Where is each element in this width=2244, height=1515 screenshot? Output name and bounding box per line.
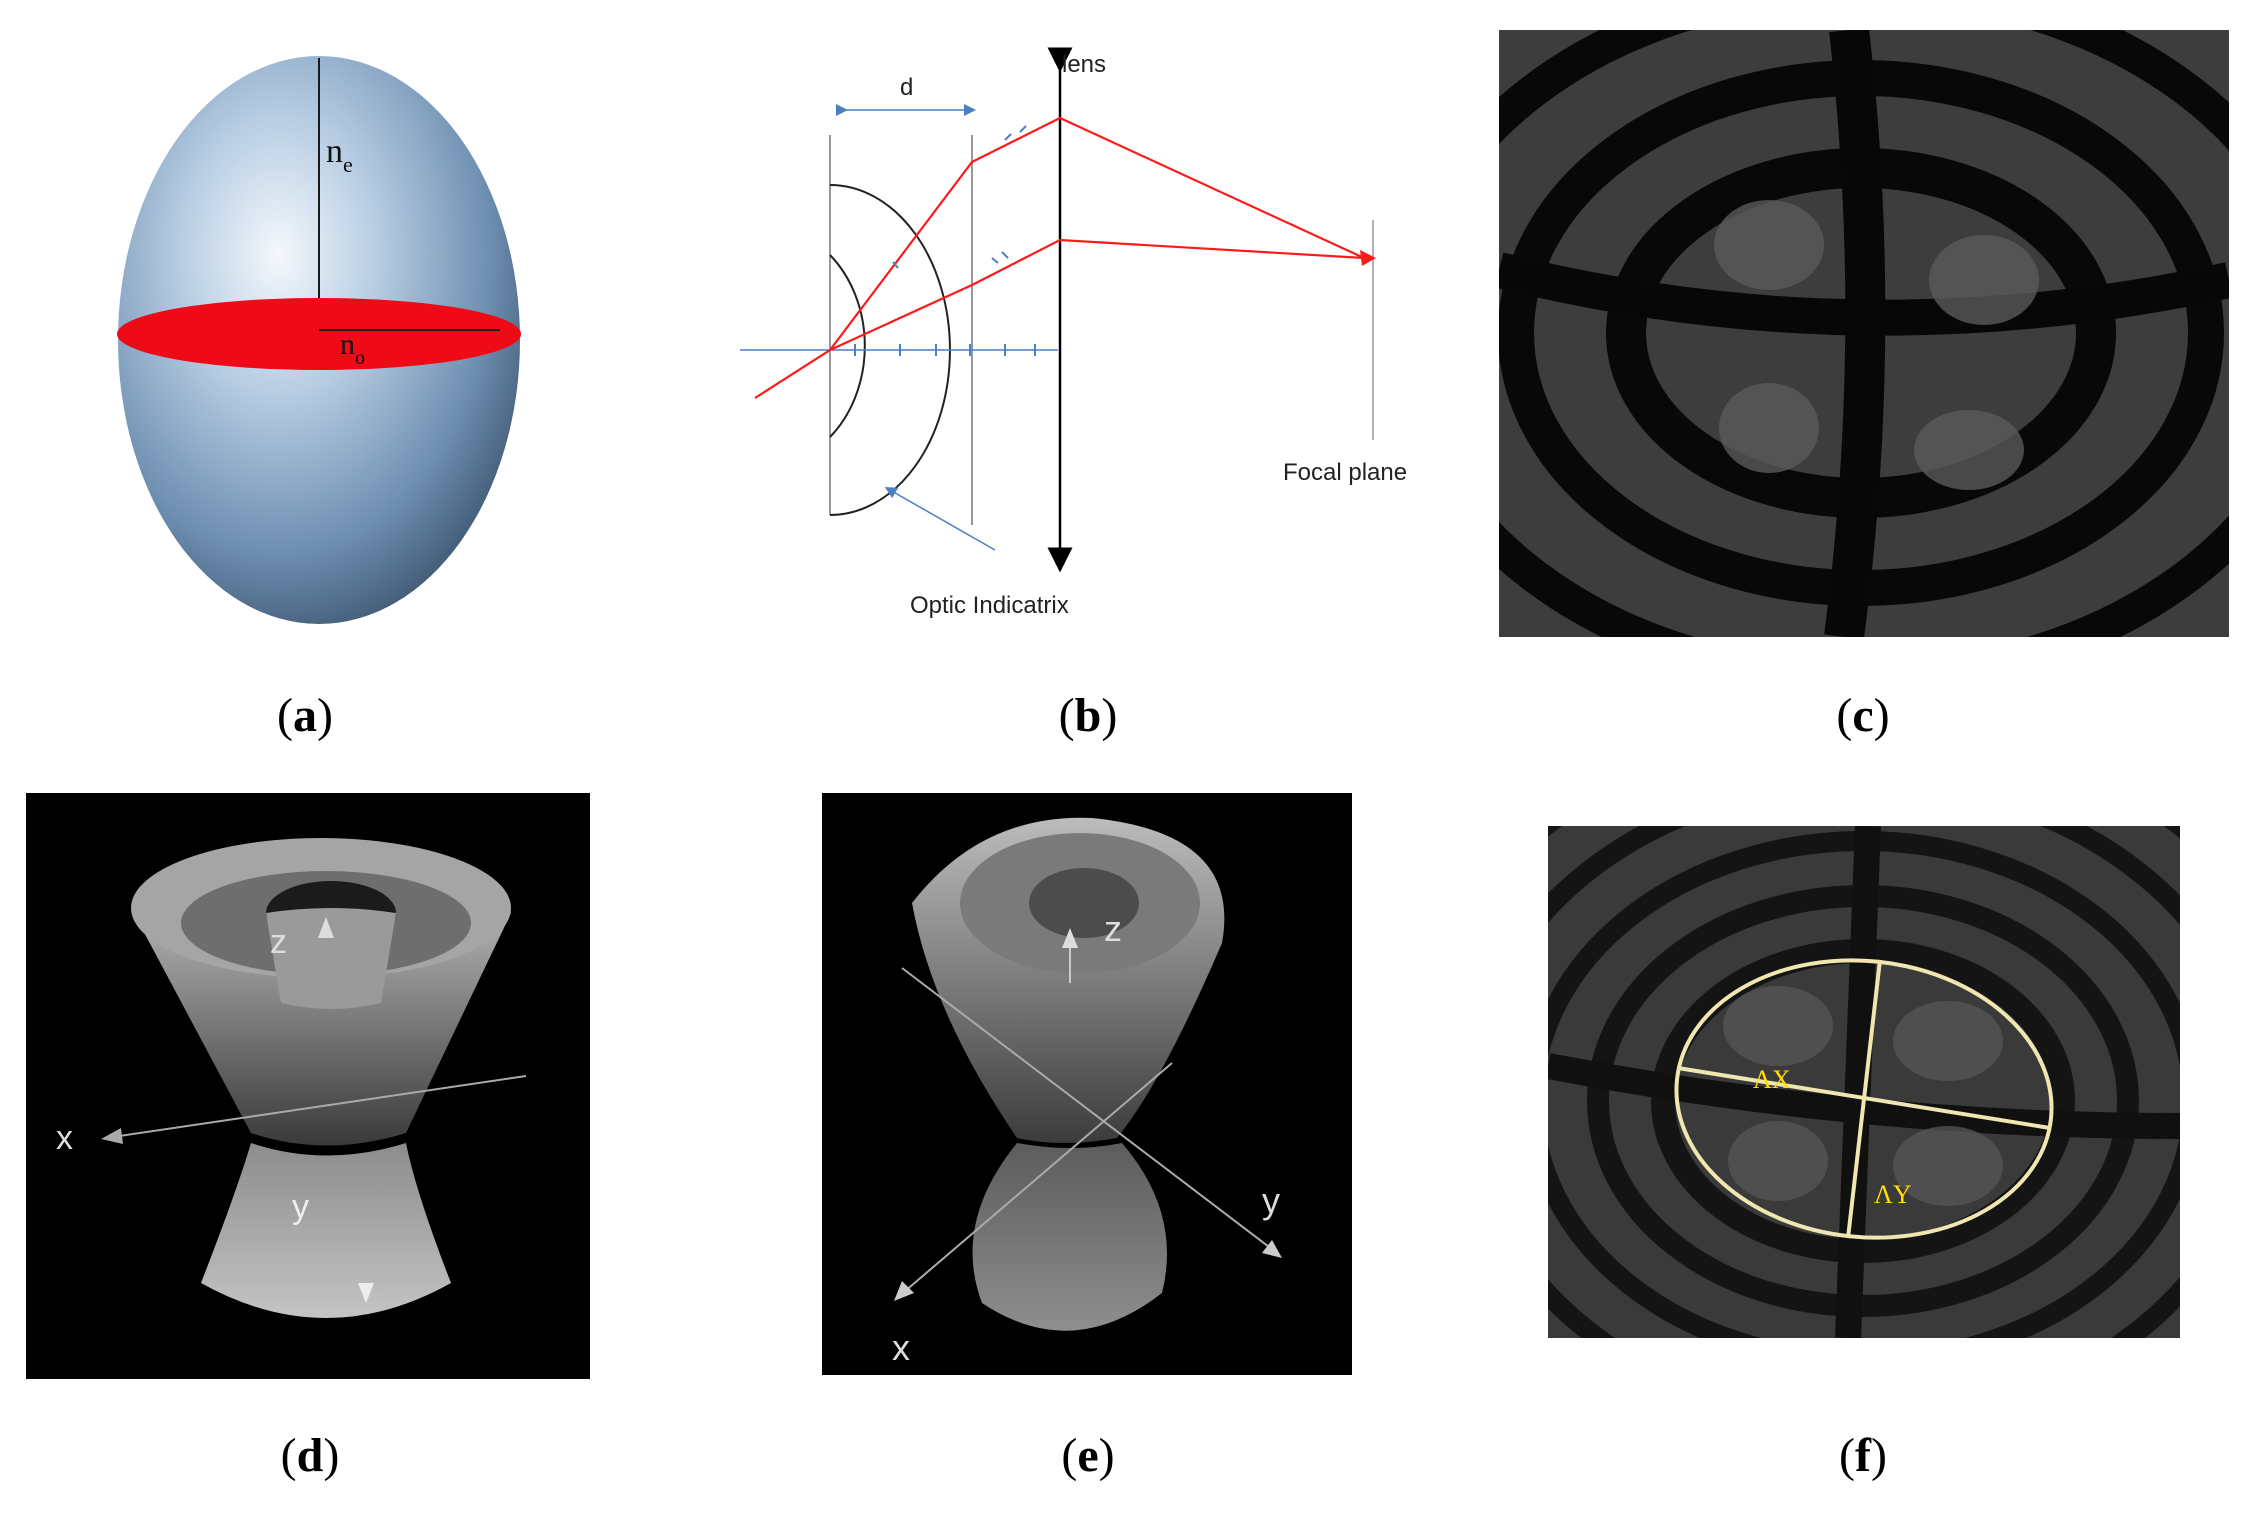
label-ay: ΛY bbox=[1874, 1180, 1912, 1209]
panel-a-ellipsoid: ne no bbox=[100, 50, 540, 630]
label-no: no bbox=[340, 328, 365, 369]
label-ax: ΛX bbox=[1753, 1065, 1791, 1094]
indicatrix-pointer bbox=[884, 487, 996, 551]
label-d: d bbox=[900, 74, 913, 101]
focal-point-arrowhead bbox=[1360, 250, 1376, 266]
label-no-sub: o bbox=[355, 347, 365, 369]
indicatrix-inner-arc bbox=[829, 254, 866, 438]
panel-d-3d-surface: z x y bbox=[26, 793, 590, 1379]
lower-nappe bbox=[201, 1143, 451, 1318]
caption-c: (c) bbox=[1836, 689, 1890, 742]
label-focal-plane: Focal plane bbox=[1283, 459, 1407, 486]
panel-c-interference-pattern bbox=[1499, 30, 2229, 637]
caption-b: (b) bbox=[1058, 689, 1118, 742]
upper-nappe-core bbox=[1029, 868, 1139, 938]
optics-diagram: d lens Focal plane Optic Indicatrix bbox=[740, 47, 1407, 619]
label-ne-sub: e bbox=[343, 152, 353, 177]
minor-axis-line bbox=[1846, 959, 1882, 1239]
axis-label-z: z bbox=[270, 923, 287, 961]
label-optic-indicatrix: Optic Indicatrix bbox=[910, 592, 1069, 619]
x-axis-arrowhead bbox=[894, 1281, 914, 1301]
z-axis-arrowhead bbox=[318, 917, 334, 938]
label-no-main: n bbox=[340, 328, 355, 361]
x-axis-arrowhead bbox=[101, 1128, 123, 1144]
axis-label-x: x bbox=[892, 1327, 910, 1368]
surface-plot-d: z x y bbox=[26, 793, 590, 1379]
caption-f: (f) bbox=[1839, 1429, 1887, 1482]
no-cross-section-disc bbox=[117, 298, 521, 370]
interference-image bbox=[1499, 30, 2229, 637]
lower-nappe bbox=[972, 1143, 1167, 1331]
axis-label-x: x bbox=[56, 1119, 73, 1157]
x-axis-line bbox=[896, 1062, 1173, 1299]
label-lens: lens bbox=[1062, 51, 1106, 78]
caption-e: (e) bbox=[1061, 1429, 1115, 1482]
panel-f-measured-pattern: ΛX ΛY bbox=[1548, 826, 2180, 1338]
measured-pattern-image: ΛX ΛY bbox=[1548, 826, 2180, 1338]
y-axis-arrowhead bbox=[1262, 1240, 1282, 1258]
caption-b-letter: b bbox=[1074, 689, 1102, 742]
y-axis-arrowhead bbox=[358, 1283, 374, 1303]
isogyre-cross bbox=[1499, 30, 2229, 637]
bright-lobes bbox=[1714, 200, 2039, 490]
caption-c-letter: c bbox=[1852, 689, 1874, 742]
caption-a-letter: a bbox=[293, 689, 317, 742]
panel-e-3d-surface: z x y bbox=[822, 793, 1352, 1375]
axis-label-z: z bbox=[1104, 908, 1122, 949]
z-axis-arrowhead bbox=[1062, 928, 1078, 948]
panel-b-optics-diagram: d lens Focal plane Optic Indicatrix bbox=[730, 40, 1450, 640]
ray-marks bbox=[892, 125, 1027, 269]
label-ne-main: n bbox=[326, 133, 343, 170]
x-axis-line bbox=[105, 1075, 527, 1139]
caption-d: (d) bbox=[280, 1429, 340, 1482]
axis-label-y: y bbox=[292, 1188, 309, 1226]
caption-f-letter: f bbox=[1855, 1429, 1871, 1482]
caption-d-letter: d bbox=[296, 1429, 324, 1482]
label-ne: ne bbox=[326, 133, 353, 177]
bright-lobes bbox=[1723, 986, 2003, 1206]
red-rays bbox=[754, 116, 1365, 399]
caption-e-letter: e bbox=[1077, 1429, 1099, 1482]
axis-label-y: y bbox=[1262, 1180, 1280, 1221]
inner-tube bbox=[266, 908, 396, 1009]
surface-plot-e: z x y bbox=[822, 793, 1352, 1375]
y-axis-line bbox=[901, 967, 1278, 1254]
ellipsoid-figure: ne no bbox=[117, 56, 521, 624]
caption-a: (a) bbox=[277, 689, 333, 742]
axis-ticks bbox=[854, 344, 1036, 356]
